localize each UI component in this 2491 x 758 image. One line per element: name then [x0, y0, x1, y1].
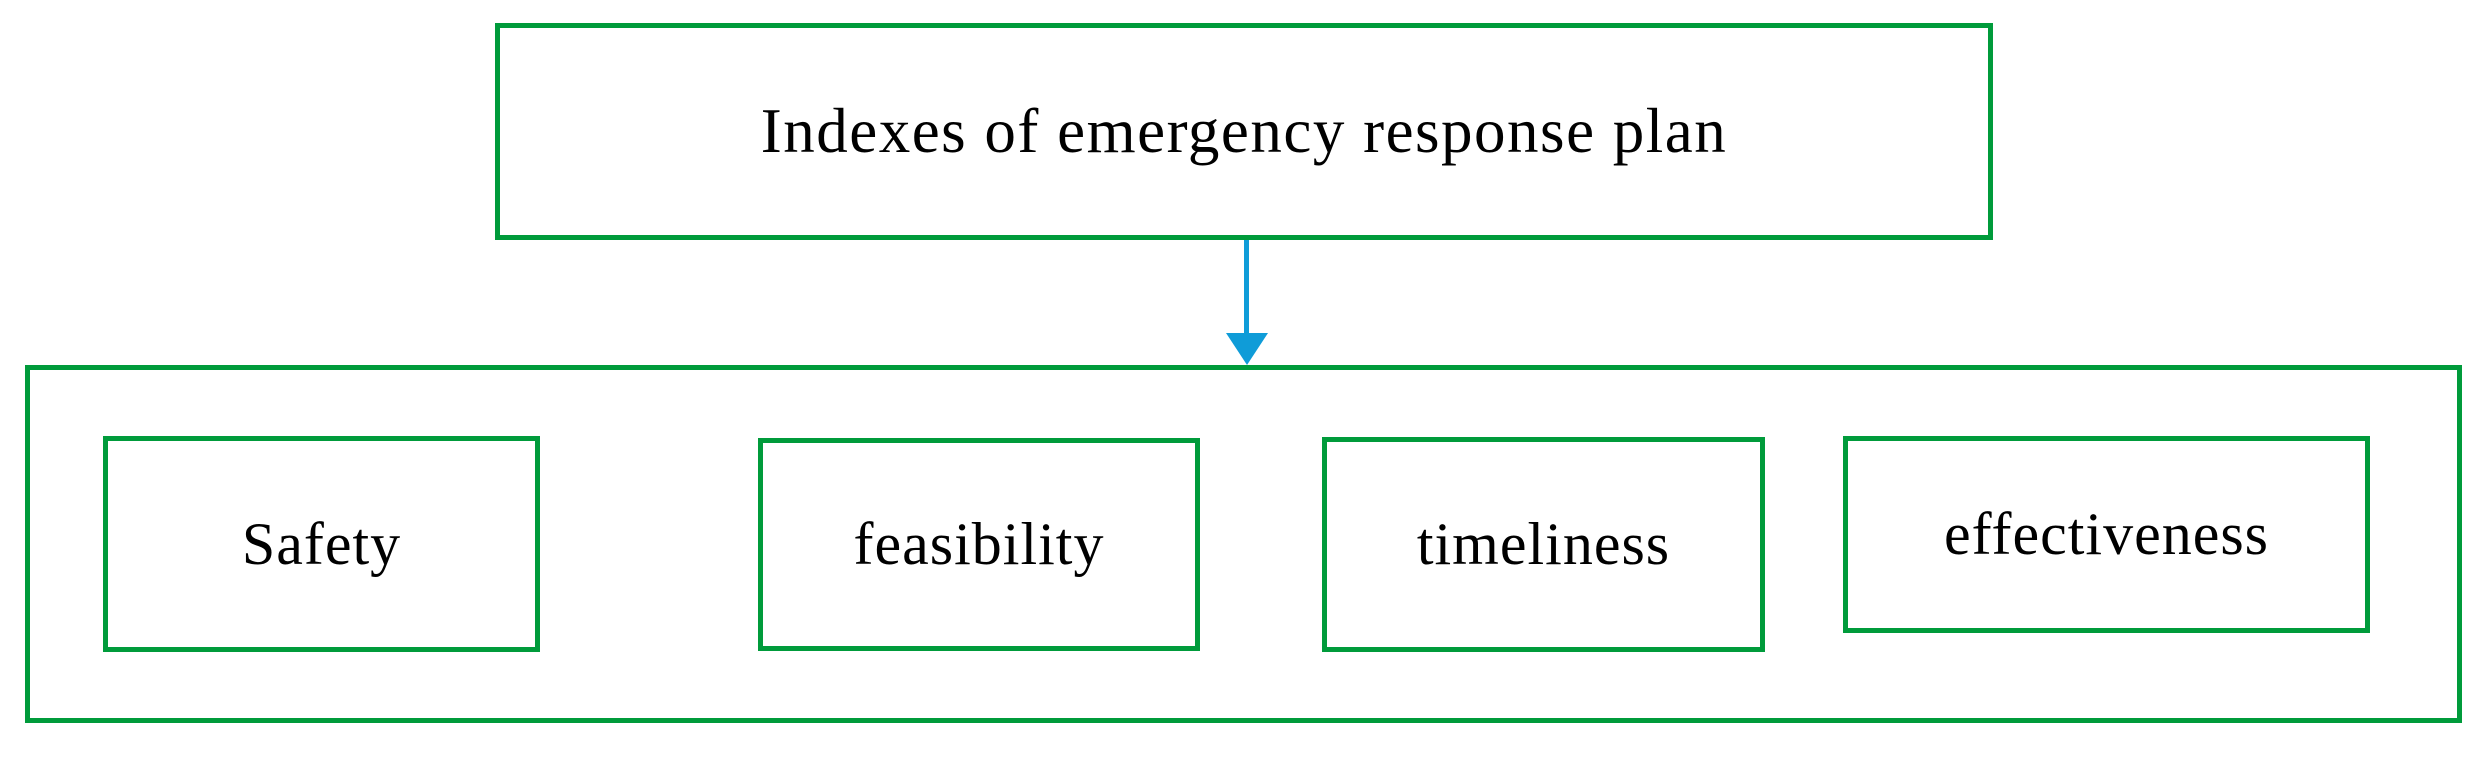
title-box-label: Indexes of emergency response plan: [760, 96, 1728, 166]
index-box-safety: Safety: [103, 436, 540, 652]
indexes-group-box: [25, 365, 2462, 723]
index-box-timeliness-label: timeliness: [1416, 511, 1671, 577]
index-box-feasibility-label: feasibility: [853, 511, 1105, 577]
down-arrow-head-icon: [1226, 333, 1268, 365]
index-box-feasibility: feasibility: [758, 438, 1200, 651]
index-box-effectiveness-label: effectiveness: [1943, 501, 2270, 567]
index-box-safety-label: Safety: [241, 510, 402, 577]
index-box-timeliness: timeliness: [1322, 437, 1765, 652]
index-box-effectiveness: effectiveness: [1843, 436, 2370, 633]
down-arrow-line: [1244, 240, 1249, 335]
title-box: Indexes of emergency response plan: [495, 23, 1993, 240]
